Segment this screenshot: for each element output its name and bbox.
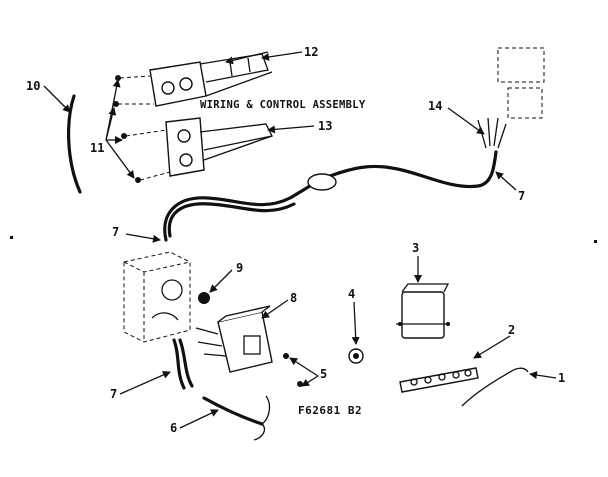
part-5-screws <box>283 353 303 387</box>
part-6-harness <box>202 395 271 441</box>
part-13-switch-bracket <box>165 117 273 177</box>
part-4-knob <box>348 348 364 364</box>
diagram-title: WIRING & CONTROL ASSEMBLY <box>200 99 366 111</box>
callout-11: 11 <box>90 141 104 155</box>
callout-10: 10 <box>26 79 40 93</box>
callout-1: 1 <box>558 371 565 385</box>
callout-7-right: 7 <box>518 189 525 203</box>
callout-leaders <box>43 51 557 429</box>
callout-7-bottom: 7 <box>110 387 117 401</box>
callout-4: 4 <box>348 287 355 301</box>
lower-wire-bundle <box>172 338 194 390</box>
edge-marks <box>10 236 597 243</box>
part-14-terminal-boxes <box>497 47 545 119</box>
part-2-terminal-strip <box>399 367 479 393</box>
callout-14: 14 <box>428 99 442 113</box>
callout-labels: 10 12 13 11 14 7 7 9 8 5 7 6 4 3 2 1 <box>26 45 565 435</box>
part-10-strip <box>67 94 82 194</box>
callout-9: 9 <box>236 261 243 275</box>
part-12-switch-bracket <box>149 53 273 107</box>
callout-8: 8 <box>290 291 297 305</box>
callout-5: 5 <box>320 367 327 381</box>
callout-7-left: 7 <box>112 225 119 239</box>
part-8-relay <box>195 305 273 373</box>
part-1-wire <box>461 367 529 407</box>
callout-2: 2 <box>508 323 515 337</box>
wiring-harness <box>163 117 507 242</box>
control-box-housing <box>123 251 191 343</box>
callout-12: 12 <box>304 45 318 59</box>
part-3-transformer <box>396 283 450 339</box>
part-9-grommet <box>198 292 210 304</box>
callout-3: 3 <box>412 241 419 255</box>
drawing-code: F62681 B2 <box>298 404 362 417</box>
callout-13: 13 <box>318 119 332 133</box>
callout-6: 6 <box>170 421 177 435</box>
